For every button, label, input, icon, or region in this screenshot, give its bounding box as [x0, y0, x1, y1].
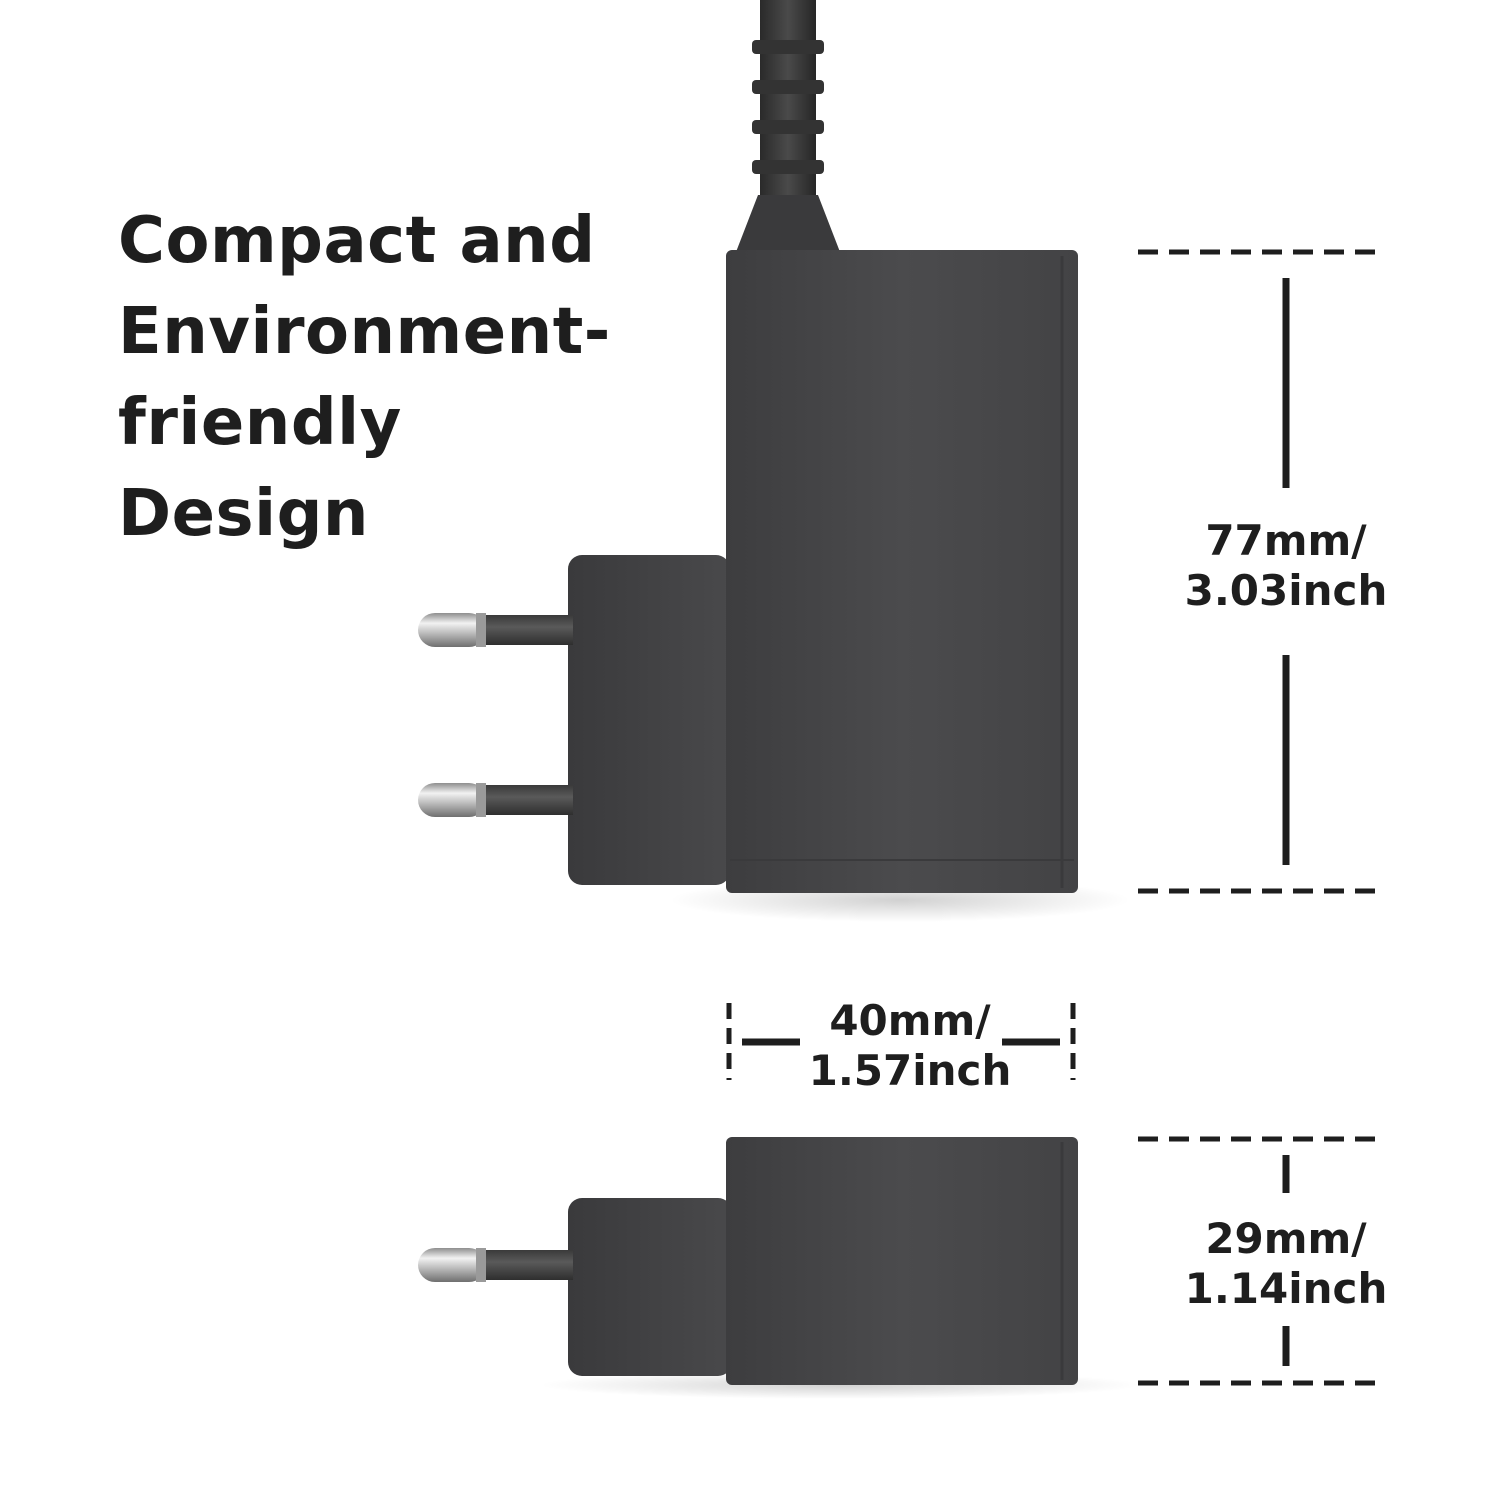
headline-line-1: Compact and	[118, 204, 596, 278]
headline-line-3: friendly	[118, 386, 402, 460]
headline: Compact and Environment- friendly Design	[118, 196, 618, 560]
depth-imperial: 1.14inch	[1184, 1264, 1388, 1313]
plug-block-side	[568, 1198, 732, 1376]
plug-pin-bottom	[418, 783, 573, 817]
height-label: 77mm/ 3.03inch	[1176, 516, 1396, 616]
height-metric: 77mm/	[1205, 516, 1367, 565]
height-imperial: 3.03inch	[1184, 566, 1388, 615]
braided-cable	[736, 0, 840, 252]
plug-pin-top	[418, 613, 573, 647]
width-metric: 40mm/	[829, 996, 991, 1045]
headline-line-4: Design	[118, 477, 369, 551]
charger-front-view	[418, 0, 1130, 922]
plug-pin-side	[418, 1248, 573, 1282]
depth-dimension-marker	[1138, 1136, 1380, 1386]
height-dimension-marker	[1138, 249, 1380, 894]
charger-body	[726, 250, 1078, 893]
width-dimension-marker	[726, 1003, 1076, 1080]
depth-label: 29mm/ 1.14inch	[1176, 1214, 1396, 1314]
headline-line-2: Environment-	[118, 295, 611, 369]
width-imperial: 1.57inch	[808, 1046, 1012, 1095]
plug-block	[568, 555, 730, 885]
width-label: 40mm/ 1.57inch	[800, 996, 1020, 1096]
charger-side-view	[418, 1137, 1140, 1399]
charger-body-side	[726, 1137, 1078, 1385]
depth-metric: 29mm/	[1205, 1214, 1367, 1263]
